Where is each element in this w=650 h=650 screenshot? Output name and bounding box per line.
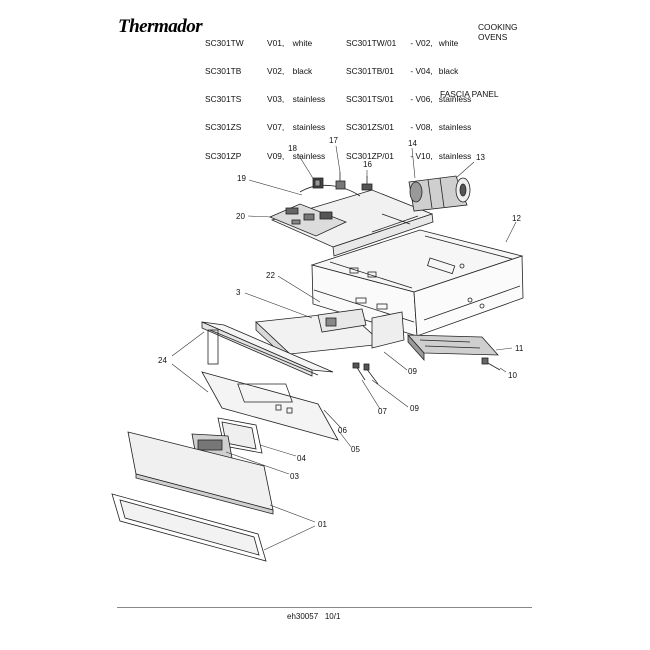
model-variant: V02,	[267, 66, 285, 77]
control-board	[268, 203, 348, 237]
oven-housing	[310, 229, 524, 337]
product-line-1: COOKING	[478, 22, 518, 32]
model-row: SC301TS V03, stainless	[205, 94, 326, 105]
section-title: FASCIA PANEL	[440, 89, 499, 99]
hinge-rail	[407, 333, 499, 362]
relay-part	[312, 177, 324, 189]
wire-harness	[299, 185, 361, 197]
document-number: eh30057 10/1	[287, 612, 340, 621]
footer-rule	[117, 607, 532, 608]
model-row: SC301ZP V09, stainless	[205, 150, 326, 161]
model-code: SC301TW/01	[346, 37, 397, 48]
model-variant: V02,	[415, 37, 433, 48]
model-code: SC301TW	[205, 37, 244, 48]
model-variant: V04,	[415, 66, 433, 77]
callout-labels: 18 17 16 14 13 19 20 12 22 3 24 11 10 09…	[158, 136, 524, 529]
callout-24: 24	[158, 356, 167, 365]
front-fascia-glass	[127, 431, 274, 515]
callout-17: 17	[329, 136, 338, 145]
model-variant: V03,	[267, 94, 285, 105]
model-row: SC301TB/01 - V04, black	[346, 66, 459, 77]
callout-03: 03	[290, 472, 299, 481]
model-row: SC301ZP/01 - V10, stainless	[346, 150, 472, 161]
fascia-frame	[201, 321, 334, 377]
model-color: stainless	[438, 122, 472, 133]
callout-09-lower: 09	[410, 404, 419, 413]
screw	[481, 357, 501, 371]
model-variant: V06,	[415, 94, 433, 105]
model-row: SC301TB V02, black	[205, 66, 325, 77]
callout-04: 04	[297, 454, 306, 463]
model-code: SC301ZP/01	[346, 150, 394, 161]
callout-20: 20	[236, 212, 245, 221]
callout-16: 16	[363, 160, 372, 169]
control-bracket	[255, 308, 405, 363]
model-variant: V07,	[267, 122, 285, 133]
model-row: SC301TS/01 - V06, stainless	[346, 94, 472, 105]
model-code: SC301TB	[205, 66, 242, 77]
callout-3: 3	[236, 288, 241, 297]
model-variant: V01,	[267, 37, 285, 48]
model-code: SC301TS/01	[346, 94, 394, 105]
model-code: SC301TS	[205, 94, 242, 105]
callout-11: 11	[515, 344, 524, 353]
switch-part	[335, 172, 346, 190]
model-color: black	[438, 66, 459, 77]
model-variant: V09,	[267, 150, 285, 161]
callout-14: 14	[408, 139, 417, 148]
screw	[352, 362, 366, 381]
callout-19: 19	[237, 174, 246, 183]
callout-09-upper: 09	[408, 367, 417, 376]
terminal-part	[361, 176, 373, 191]
callout-05: 05	[351, 445, 360, 454]
callout-06: 06	[338, 426, 347, 435]
model-color: white	[292, 37, 313, 48]
callout-01: 01	[318, 520, 327, 529]
model-color: stainless	[292, 94, 326, 105]
screw	[363, 363, 379, 385]
model-color: stainless	[438, 150, 472, 161]
model-row: SC301ZS/01 - V08, stainless	[346, 122, 472, 133]
fascia-trim-frame	[111, 493, 267, 562]
callout-07: 07	[378, 407, 387, 416]
model-list-left: SC301TW V01, white SC301TB V02, black SC30…	[205, 20, 325, 171]
model-row: SC301ZS V07, stainless	[205, 122, 326, 133]
inner-fascia-panel	[201, 371, 339, 441]
brand-logo: Thermador	[118, 16, 203, 37]
model-color: black	[292, 66, 313, 77]
model-variant: V10,	[415, 150, 433, 161]
callout-12: 12	[512, 214, 521, 223]
model-color: stainless	[292, 150, 326, 161]
callout-13: 13	[476, 153, 485, 162]
doc-revision: 10/1	[324, 612, 341, 621]
model-code: SC301ZS/01	[346, 122, 394, 133]
leader-lines	[171, 145, 517, 551]
model-code: SC301ZS	[205, 122, 242, 133]
cooling-fan-motor	[408, 175, 471, 212]
model-variant: V08,	[415, 122, 433, 133]
callout-22: 22	[266, 271, 275, 280]
model-code: SC301ZP	[205, 150, 242, 161]
callout-10: 10	[508, 371, 517, 380]
model-color: stainless	[438, 94, 472, 105]
callout-18: 18	[288, 144, 297, 153]
doc-id: eh30057	[287, 612, 319, 621]
model-color: white	[438, 37, 459, 48]
model-row: SC301TW V01, white	[205, 37, 325, 48]
product-title: COOKING OVENS	[478, 22, 518, 42]
model-list-right: SC301TW/01 - V02, white SC301TB/01 - V04…	[346, 20, 471, 171]
model-color: stainless	[292, 122, 326, 133]
product-line-2: OVENS	[478, 31, 508, 42]
model-row: SC301TW/01 - V02, white	[346, 37, 459, 48]
model-code: SC301TB/01	[346, 66, 394, 77]
